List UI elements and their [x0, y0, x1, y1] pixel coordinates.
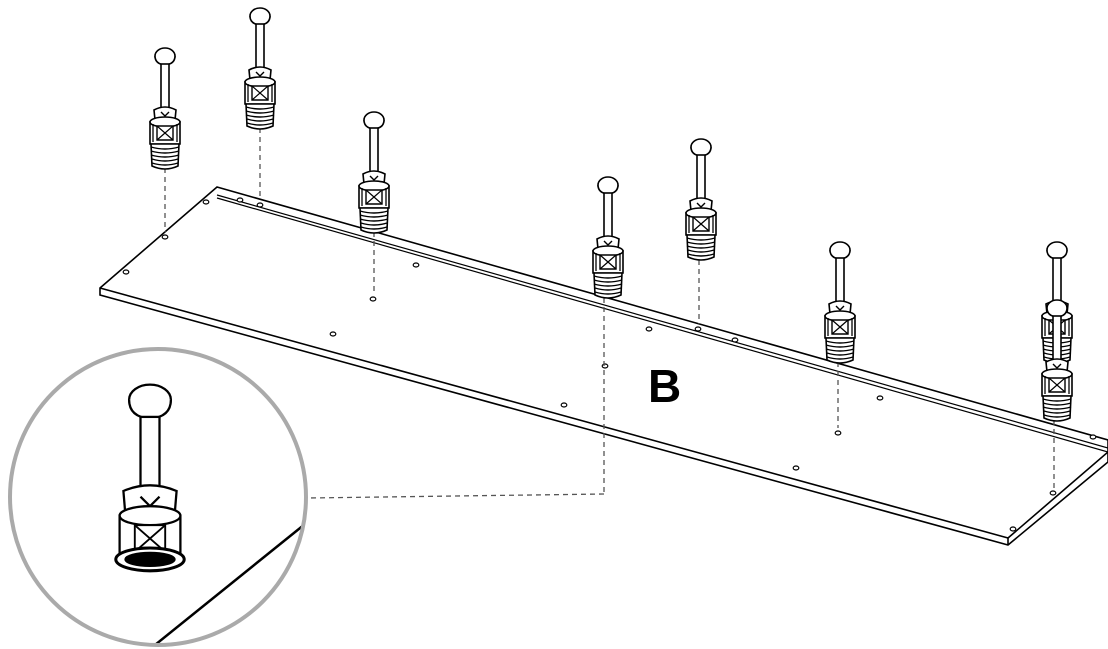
panel-label: B: [648, 360, 681, 412]
cam-dowel-fastener-icon: [685, 138, 717, 261]
cam-dowel-fastener-icon: [824, 241, 856, 364]
detail-magnifier-icon: [8, 347, 308, 647]
cam-dowel-fastener-icon: [592, 176, 624, 299]
cam-dowel-fastener-icon: [149, 47, 181, 170]
cam-dowel-fastener-icon: [358, 111, 390, 234]
panel-holes: [122, 197, 1097, 532]
guide-lines: [164, 128, 1055, 499]
cam-dowel-fastener-icon: [244, 7, 276, 130]
